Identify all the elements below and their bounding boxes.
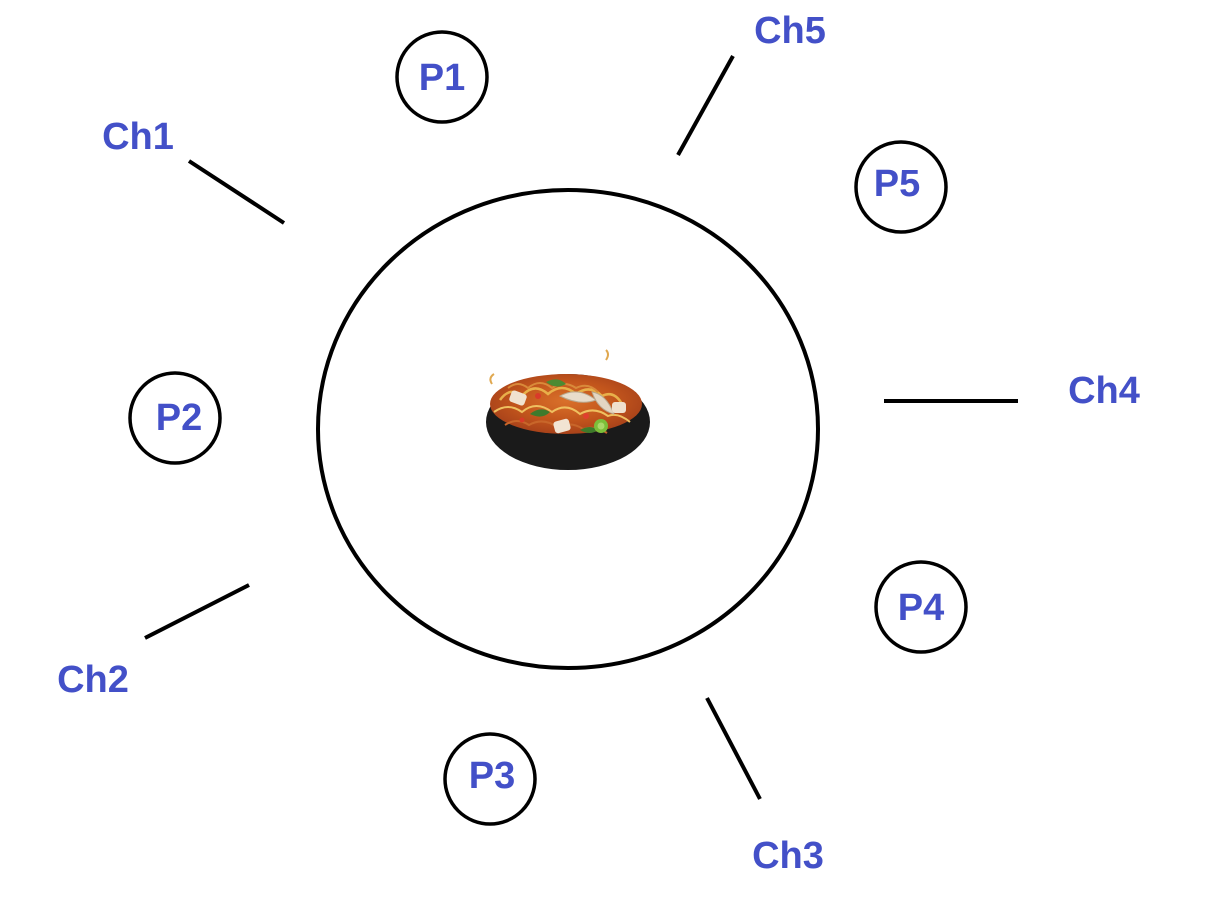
philosopher-p4-circle: [874, 560, 968, 654]
philosopher-p5-label: P5: [874, 163, 920, 205]
chopstick-ch1-label: Ch1: [102, 116, 174, 158]
chopstick-ch5-label: Ch5: [754, 10, 826, 52]
philosopher-p3-circle: [443, 732, 537, 826]
philosopher-p3-label: P3: [469, 755, 515, 797]
noodle-bowl-icon: [486, 349, 650, 470]
philosopher-p5-circle: [854, 140, 948, 234]
chopstick-ch2-label: Ch2: [57, 659, 129, 701]
philosopher-p4-label: P4: [898, 587, 944, 629]
philosopher-p2-label: P2: [156, 397, 202, 439]
chopstick-ch4-label: Ch4: [1068, 370, 1140, 412]
chopstick-ch1: [187, 159, 286, 225]
philosopher-p2-circle: [128, 371, 222, 465]
chopstick-ch3: [705, 697, 762, 800]
philosopher-p1-circle: [395, 30, 489, 124]
chopstick-ch3-label: Ch3: [752, 835, 824, 877]
chopstick-ch5: [676, 55, 735, 156]
philosopher-p1-label: P1: [419, 57, 465, 99]
table-circle: [316, 188, 820, 670]
chopstick-ch2: [144, 583, 250, 640]
